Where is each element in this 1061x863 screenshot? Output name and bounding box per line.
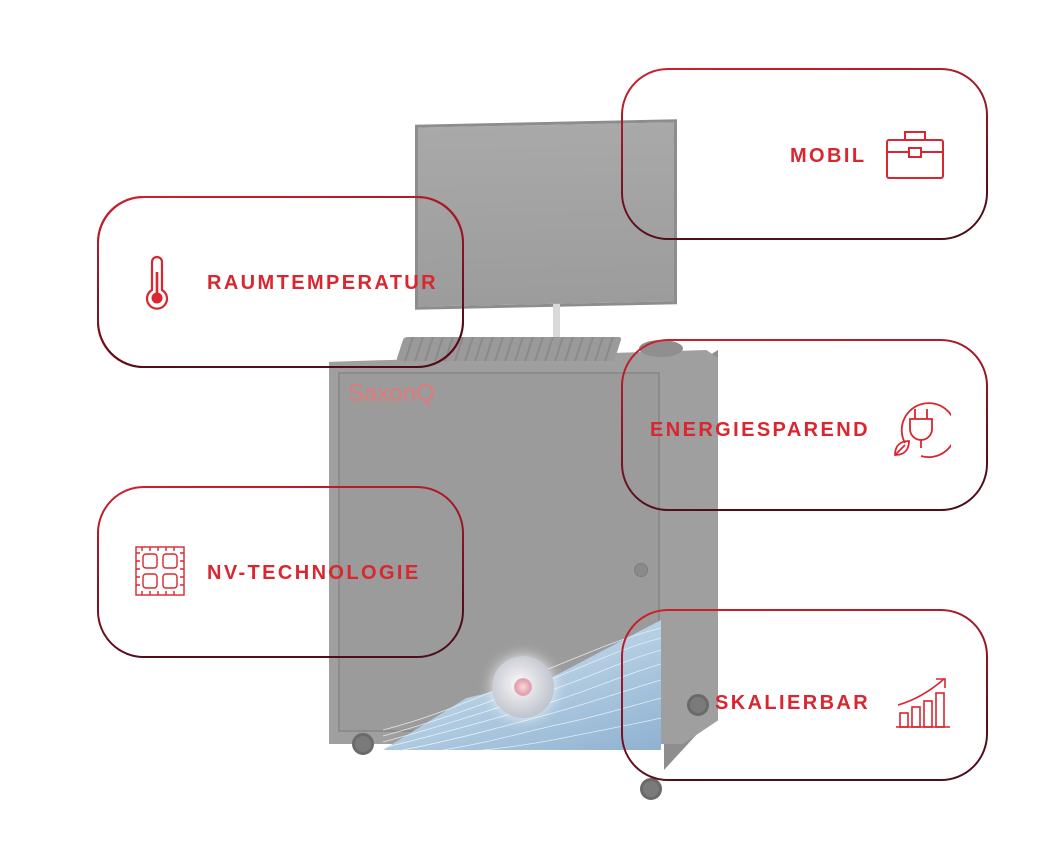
card-border — [97, 196, 464, 368]
feature-card-energiesparend — [621, 339, 988, 511]
card-border — [621, 68, 988, 240]
feature-label-energiesparend: ENERGIESPAREND — [650, 419, 870, 441]
feature-label-nv-technologie: NV-TECHNOLOGIE — [207, 562, 421, 584]
card-border — [621, 339, 988, 511]
card-border — [621, 609, 988, 781]
feature-card-skalierbar — [621, 609, 988, 781]
eco-plug-icon — [891, 399, 951, 459]
card-border — [97, 486, 464, 658]
monitor-stand — [553, 304, 560, 344]
feature-card-mobil — [621, 68, 988, 240]
feature-card-raumtemperatur — [97, 196, 464, 368]
door-lock-icon — [634, 563, 648, 577]
chip-grid-icon — [134, 545, 186, 597]
feature-label-raumtemperatur: RAUMTEMPERATUR — [207, 272, 438, 294]
feature-card-nv-technologie — [97, 486, 464, 658]
qubit-core — [514, 678, 532, 696]
feature-label-mobil: MOBIL — [790, 145, 867, 167]
brand-logo: SaxonQ — [348, 380, 435, 407]
caster-wheel — [687, 694, 709, 716]
growth-chart-icon — [894, 675, 952, 731]
caster-wheel — [640, 778, 662, 800]
briefcase-icon — [885, 128, 945, 180]
feature-label-skalierbar: SKALIERBAR — [715, 692, 871, 714]
caster-wheel — [352, 733, 374, 755]
thermometer-icon — [142, 254, 172, 312]
